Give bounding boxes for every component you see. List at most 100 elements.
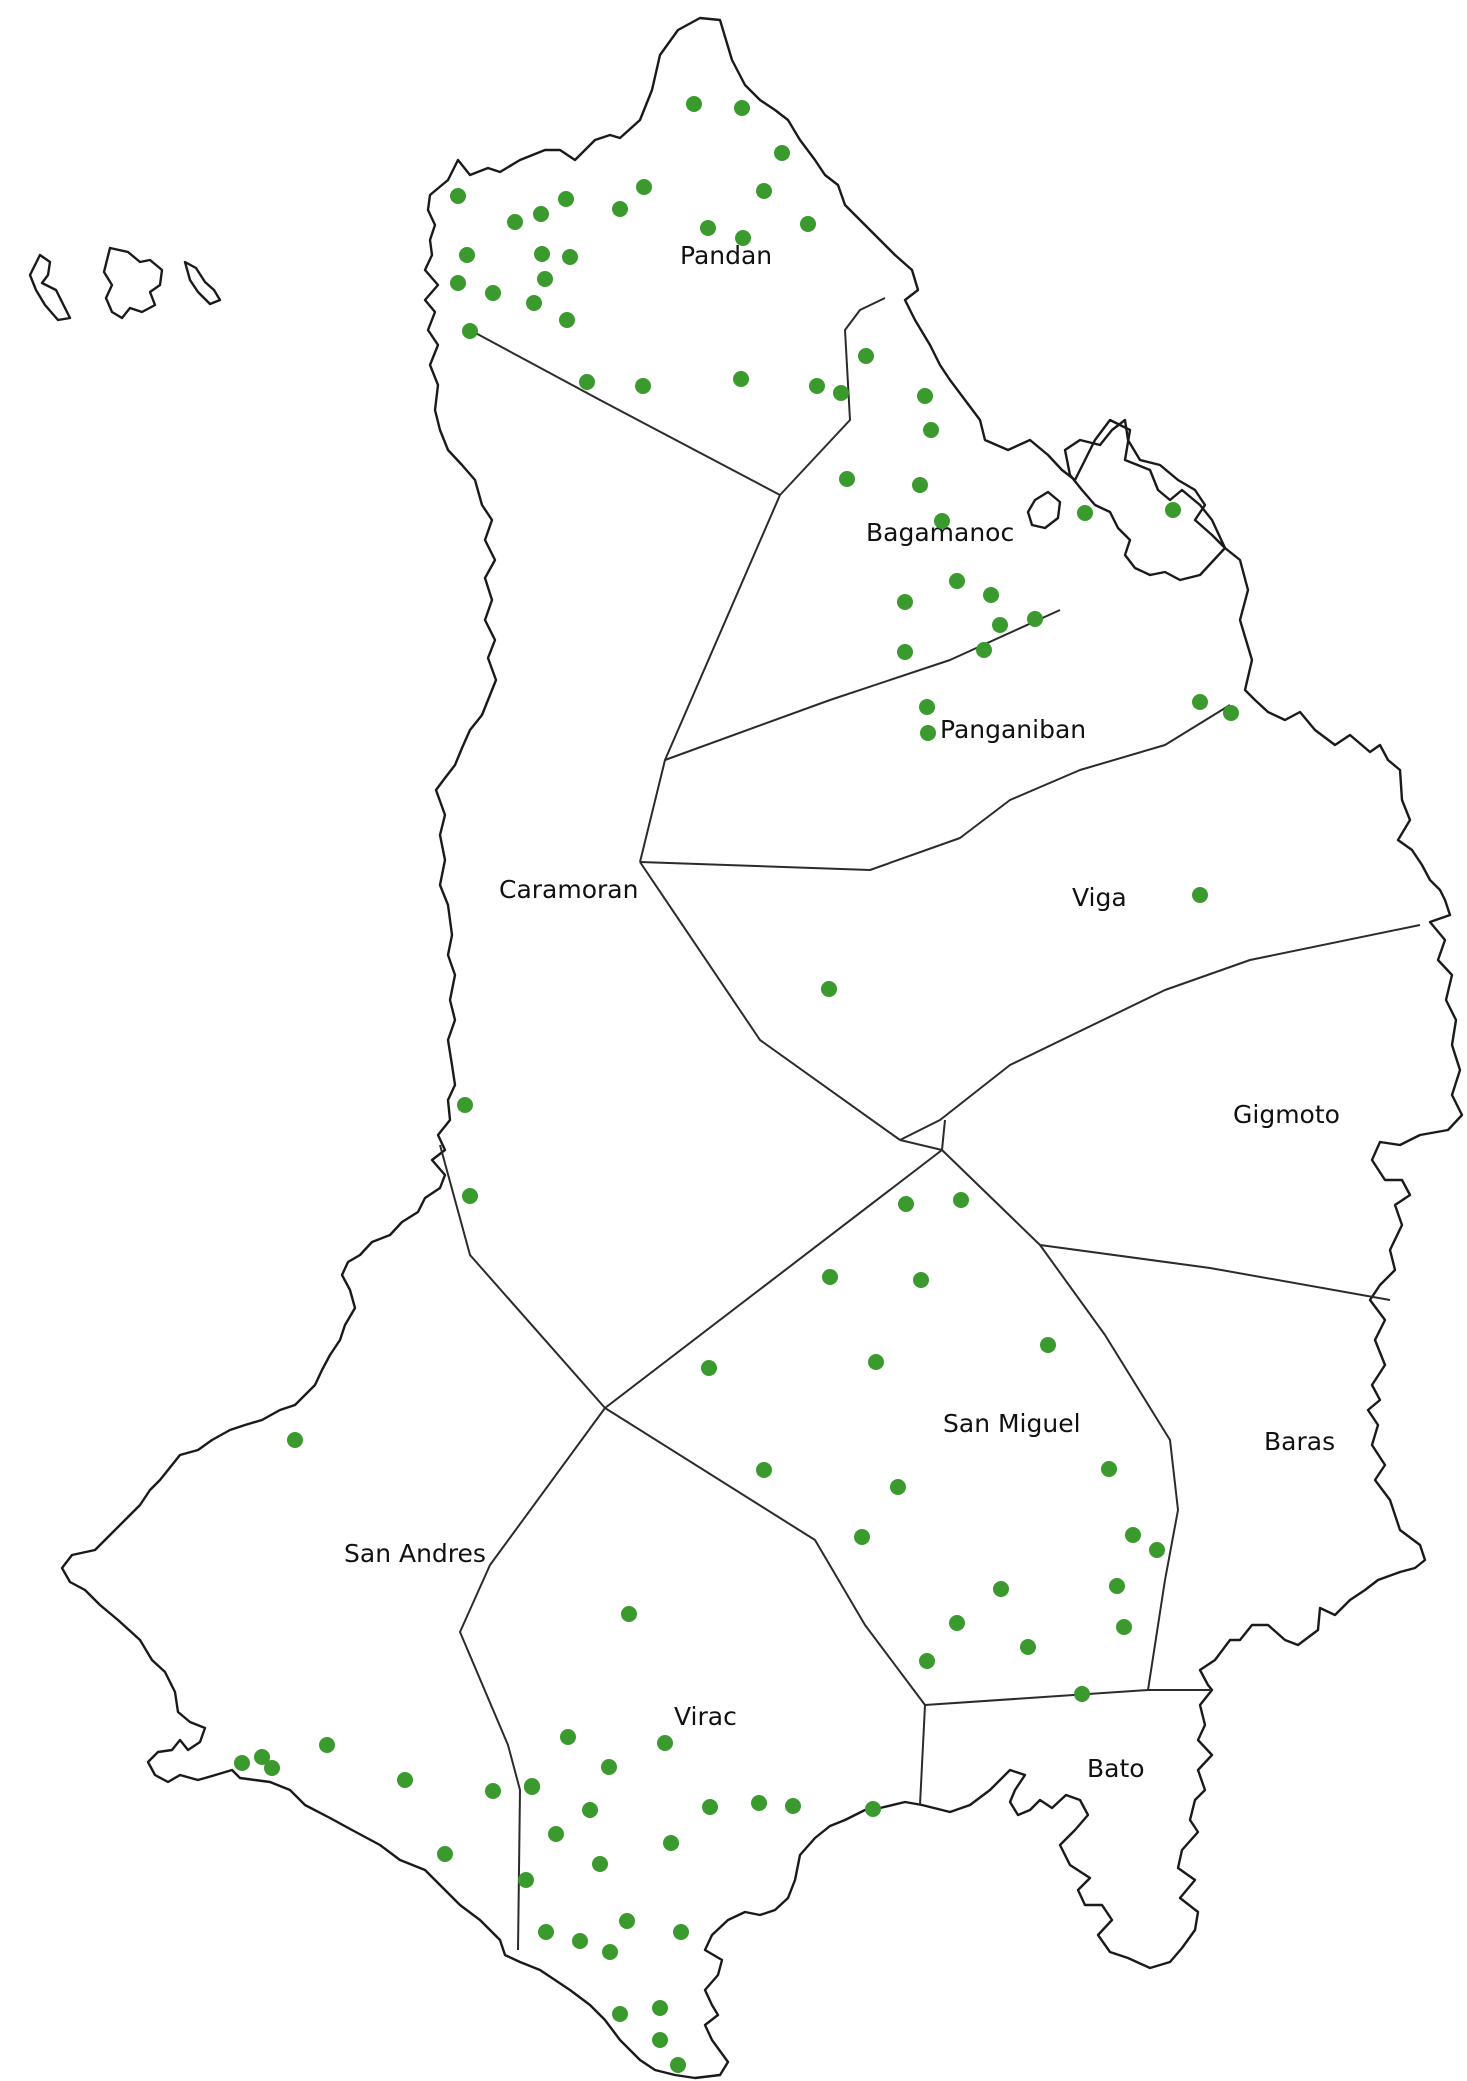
location-point [1020,1639,1036,1655]
location-point [670,2057,686,2073]
location-point [636,179,652,195]
location-point [657,1735,673,1751]
location-point [1027,611,1043,627]
location-point [949,1615,965,1631]
location-point [397,1772,413,1788]
location-point [833,385,849,401]
location-point [1074,1686,1090,1702]
location-point [919,699,935,715]
location-point [890,1479,906,1495]
location-point [774,145,790,161]
location-point [1077,505,1093,521]
location-point [734,100,750,116]
location-point [537,271,553,287]
location-point [254,1749,270,1765]
location-point [459,247,475,263]
location-point [934,513,950,529]
label-bato: Bato [1087,1754,1145,1783]
location-point [809,378,825,394]
location-point [751,1795,767,1811]
location-point [601,1759,617,1775]
label-san-andres: San Andres [344,1539,486,1568]
location-points [234,96,1239,2073]
location-point [582,1802,598,1818]
location-point [1149,1542,1165,1558]
location-point [592,1856,608,1872]
location-point [913,1272,929,1288]
municipality-labels: Pandan Bagamanoc Panganiban Caramoran Vi… [344,241,1340,1783]
location-point [919,1653,935,1669]
location-point [912,477,928,493]
label-gigmoto: Gigmoto [1233,1100,1340,1129]
location-point [756,1462,772,1478]
location-point [702,1799,718,1815]
location-point [548,1826,564,1842]
location-point [437,1846,453,1862]
label-caramoran: Caramoran [499,875,638,904]
location-point [533,206,549,222]
label-pandan: Pandan [680,241,772,270]
location-point [953,1192,969,1208]
location-point [949,573,965,589]
bagamanoc-islets [1026,418,1227,582]
location-point [462,323,478,339]
label-panganiban: Panganiban [940,715,1086,744]
location-point [897,594,913,610]
location-point [868,1354,884,1370]
location-point [898,1196,914,1212]
location-point [976,642,992,658]
location-point [785,1798,801,1814]
location-point [686,96,702,112]
location-point [865,1801,881,1817]
location-point [700,220,716,236]
location-point [673,1924,689,1940]
label-san-miguel: San Miguel [943,1409,1081,1438]
label-virac: Virac [674,1702,737,1731]
location-point [524,1778,540,1794]
location-point [733,371,749,387]
location-point [1192,887,1208,903]
location-point [562,249,578,265]
location-point [462,1188,478,1204]
location-point [992,617,1008,633]
location-point [579,374,595,390]
location-point [264,1760,280,1776]
location-point [559,312,575,328]
location-point [652,2000,668,2016]
location-point [485,285,501,301]
location-point [652,2032,668,2048]
location-point [534,246,550,262]
location-point [518,1872,534,1888]
location-point [854,1529,870,1545]
location-point [612,201,628,217]
location-point [663,1835,679,1851]
location-point [917,388,933,404]
location-point [858,348,874,364]
location-point [1040,1337,1056,1353]
location-point [558,191,574,207]
island-coastline [60,16,1464,2080]
label-baras: Baras [1264,1427,1335,1456]
location-point [897,644,913,660]
location-point [1109,1578,1125,1594]
location-point [839,471,855,487]
location-point [735,230,751,246]
location-point [701,1360,717,1376]
location-point [800,216,816,232]
location-point [619,1913,635,1929]
location-point [1116,1619,1132,1635]
location-point [1223,705,1239,721]
location-point [319,1737,335,1753]
location-point [602,1944,618,1960]
location-point [1192,694,1208,710]
label-viga: Viga [1072,883,1127,912]
location-point [635,378,651,394]
location-point [1165,502,1181,518]
location-point [450,275,466,291]
location-point [621,1606,637,1622]
location-point [526,295,542,311]
location-point [450,188,466,204]
location-point [1101,1461,1117,1477]
location-point [287,1432,303,1448]
